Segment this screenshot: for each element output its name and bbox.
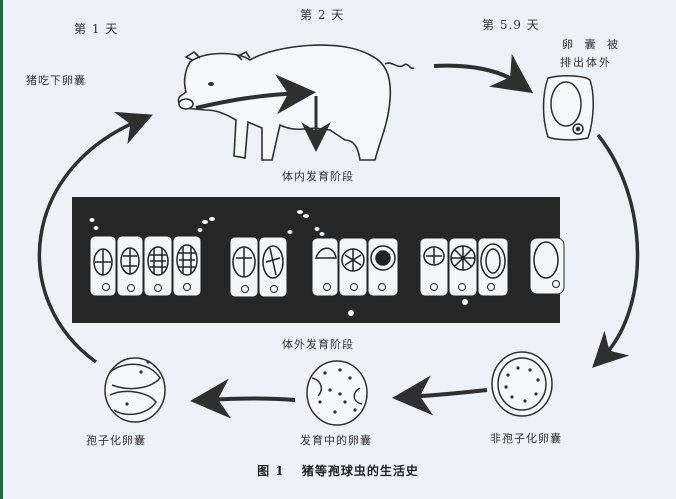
- developing-oocyst-label: 发育中的卵囊: [300, 434, 372, 447]
- excretion-label-line2: 排出体外: [560, 56, 612, 69]
- unsporulated-oocyst-label: 非孢子化卵囊: [490, 432, 562, 445]
- developing-oocyst: [306, 360, 368, 426]
- sporulated-oocyst-label: 孢子化卵囊: [86, 434, 146, 447]
- external-development-panel: [72, 197, 565, 323]
- sporulated-oocyst: [104, 357, 166, 423]
- figure-title: 猪等孢球虫的生活史: [301, 464, 419, 478]
- excretion-arrow: [433, 53, 534, 94]
- developing-to-sporulated-arrow: [190, 378, 296, 419]
- external-development-label: 体外发育阶段: [282, 338, 354, 351]
- day-1-label: 第 1 天: [74, 22, 119, 36]
- day-5-9-label: 第 5.9 天: [482, 18, 540, 32]
- right-cycle-arrow: [592, 133, 640, 368]
- unsporulated-oocyst: [491, 351, 553, 417]
- ingestion-arrow: [195, 74, 316, 115]
- unsporulated-to-developing-arrow: [392, 375, 488, 416]
- excreted-oocyst: [542, 75, 594, 141]
- figure-caption: 图 1 猪等孢球虫的生活史: [0, 462, 676, 479]
- ingestion-label: 猪吃下卵囊: [26, 74, 86, 87]
- left-cycle-arrow: [37, 111, 153, 364]
- internal-development-label: 体内发育阶段: [282, 170, 354, 183]
- excretion-label-line1: 卵 囊 被: [562, 38, 622, 51]
- figure-number: 图 1: [257, 464, 285, 478]
- day-2-label: 第 2 天: [300, 8, 345, 22]
